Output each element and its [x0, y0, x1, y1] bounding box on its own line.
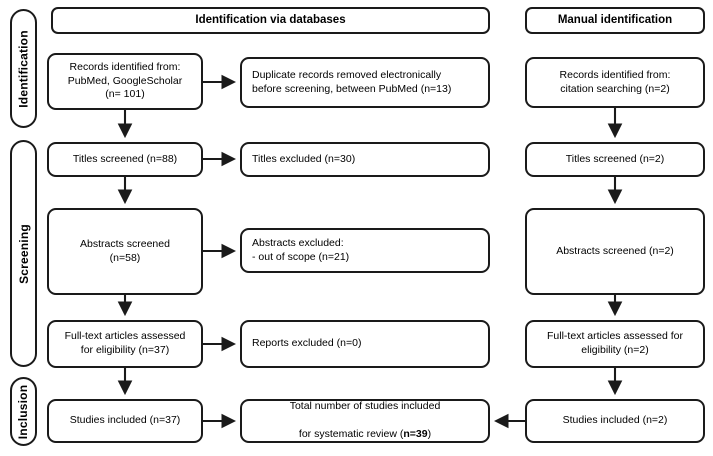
total-line-2-suffix: ) — [427, 427, 432, 440]
header-manual-identification: Manual identification — [525, 7, 705, 34]
total-line-2: for systematic review (n=39) — [290, 428, 441, 442]
stage-label-identification: Identification — [16, 29, 31, 108]
box-total-studies-included: Total number of studies included for sys… — [240, 399, 490, 443]
header-identification-via-databases: Identification via databases — [51, 7, 490, 34]
box-abstracts-screened-databases: Abstracts screened (n=58) — [47, 208, 203, 295]
stage-pill-screening: Screening — [10, 140, 37, 367]
box-records-identified-citation: Records identified from: citation search… — [525, 57, 705, 108]
stage-label-inclusion: Inclusion — [16, 384, 31, 439]
box-records-identified-databases: Records identified from: PubMed, GoogleS… — [47, 53, 203, 110]
box-full-text-assessed-manual: Full-text articles assessed for eligibil… — [525, 320, 705, 368]
total-line-1: Total number of studies included — [289, 400, 441, 413]
stage-pill-identification: Identification — [10, 9, 37, 128]
total-count-bold: n=39 — [403, 427, 428, 440]
box-titles-excluded: Titles excluded (n=30) — [240, 142, 490, 177]
stage-label-screening: Screening — [16, 223, 31, 284]
box-reports-excluded: Reports excluded (n=0) — [240, 320, 490, 368]
stage-pill-inclusion: Inclusion — [10, 377, 37, 446]
box-studies-included-manual: Studies included (n=2) — [525, 399, 705, 443]
box-abstracts-screened-manual: Abstracts screened (n=2) — [525, 208, 705, 295]
box-abstracts-excluded: Abstracts excluded: - out of scope (n=21… — [240, 228, 490, 273]
total-line-2-prefix: for systematic review ( — [298, 427, 404, 440]
box-duplicate-records-removed: Duplicate records removed electronically… — [240, 57, 490, 108]
box-studies-included-databases: Studies included (n=37) — [47, 399, 203, 443]
box-titles-screened-manual: Titles screened (n=2) — [525, 142, 705, 177]
box-titles-screened-databases: Titles screened (n=88) — [47, 142, 203, 177]
box-full-text-assessed-databases: Full-text articles assessed for eligibil… — [47, 320, 203, 368]
